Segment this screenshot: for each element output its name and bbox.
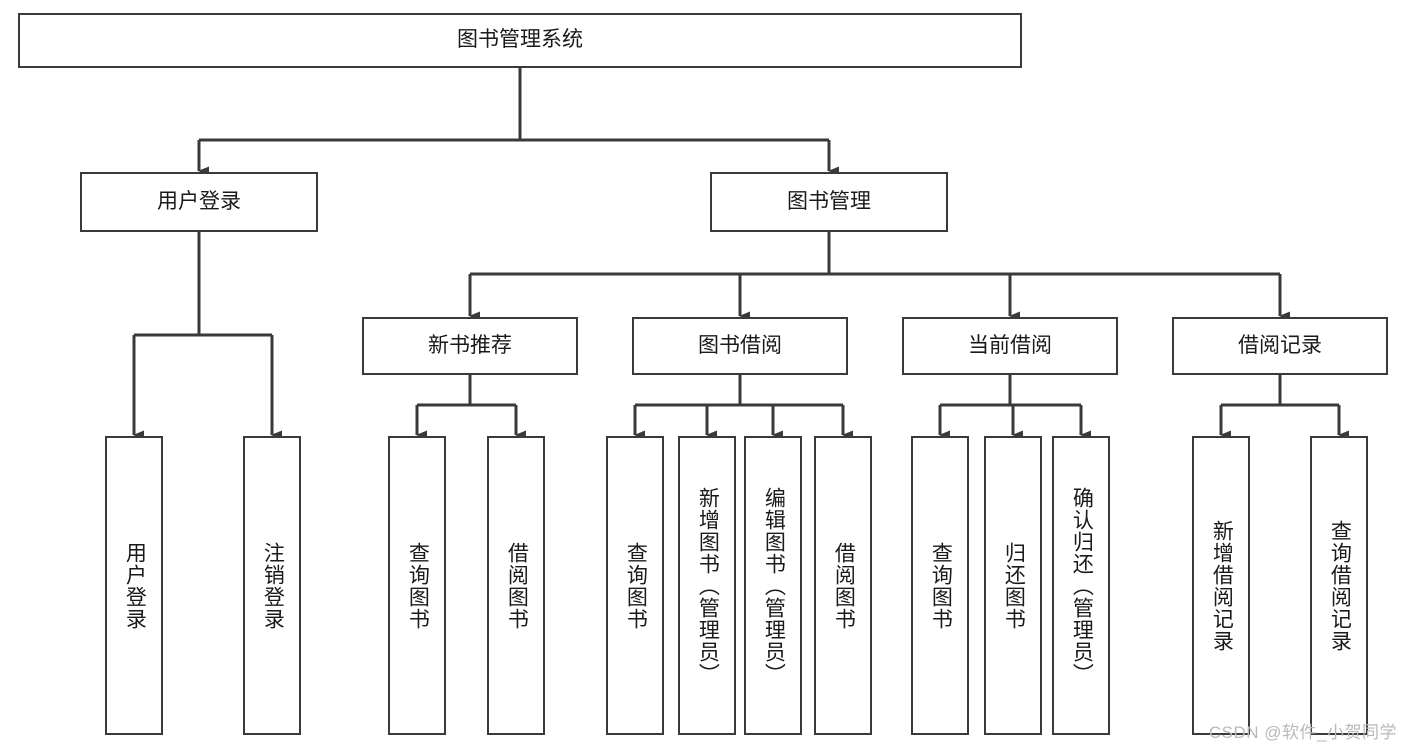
node-label: 注销登录	[261, 541, 285, 630]
node-new-book-rec[interactable]: 新书推荐	[362, 317, 578, 375]
node-leaf-query-book-3[interactable]: 查询图书	[911, 436, 969, 735]
node-label: 图书管理系统	[457, 28, 583, 52]
node-label: 查询图书	[929, 541, 953, 630]
node-root[interactable]: 图书管理系统	[18, 13, 1022, 68]
node-user-login[interactable]: 用户登录	[80, 172, 318, 232]
node-book-manage[interactable]: 图书管理	[710, 172, 948, 232]
node-leaf-query-book-1[interactable]: 查询图书	[388, 436, 446, 735]
node-label: 图书管理	[787, 189, 871, 213]
csdn-watermark: CSDN @软件_小贺同学	[1208, 723, 1397, 742]
edge-paths	[132, 68, 1349, 440]
node-leaf-query-book-2[interactable]: 查询图书	[606, 436, 664, 735]
node-leaf-return-book[interactable]: 归还图书	[984, 436, 1042, 735]
node-label: 用户登录	[157, 189, 241, 213]
node-label: 用户登录	[123, 541, 147, 630]
node-book-borrow[interactable]: 图书借阅	[632, 317, 848, 375]
node-leaf-borrow-book-1[interactable]: 借阅图书	[487, 436, 545, 735]
node-label: 编辑图书（管理员）	[762, 486, 786, 685]
node-label: 借阅记录	[1238, 333, 1322, 357]
node-label: 新书推荐	[428, 333, 512, 357]
node-label: 新增图书（管理员）	[696, 486, 720, 685]
node-current-borrow[interactable]: 当前借阅	[902, 317, 1118, 375]
node-borrow-record[interactable]: 借阅记录	[1172, 317, 1388, 375]
node-leaf-edit-book[interactable]: 编辑图书（管理员）	[744, 436, 802, 735]
node-leaf-add-book[interactable]: 新增图书（管理员）	[678, 436, 736, 735]
node-label: 查询图书	[624, 541, 648, 630]
node-leaf-user-login[interactable]: 用户登录	[105, 436, 163, 735]
node-label: 当前借阅	[968, 333, 1052, 357]
node-label: 新增借阅记录	[1210, 519, 1234, 652]
node-label: 借阅图书	[832, 541, 856, 630]
node-leaf-confirm-return[interactable]: 确认归还（管理员）	[1052, 436, 1110, 735]
node-label: 查询图书	[406, 541, 430, 630]
node-leaf-query-record[interactable]: 查询借阅记录	[1310, 436, 1368, 735]
node-leaf-add-record[interactable]: 新增借阅记录	[1192, 436, 1250, 735]
node-leaf-logout[interactable]: 注销登录	[243, 436, 301, 735]
node-label: 归还图书	[1002, 541, 1026, 630]
node-label: 确认归还（管理员）	[1070, 486, 1094, 685]
node-label: 查询借阅记录	[1328, 519, 1352, 652]
node-label: 图书借阅	[698, 333, 782, 357]
node-leaf-borrow-book-2[interactable]: 借阅图书	[814, 436, 872, 735]
node-label: 借阅图书	[505, 541, 529, 630]
